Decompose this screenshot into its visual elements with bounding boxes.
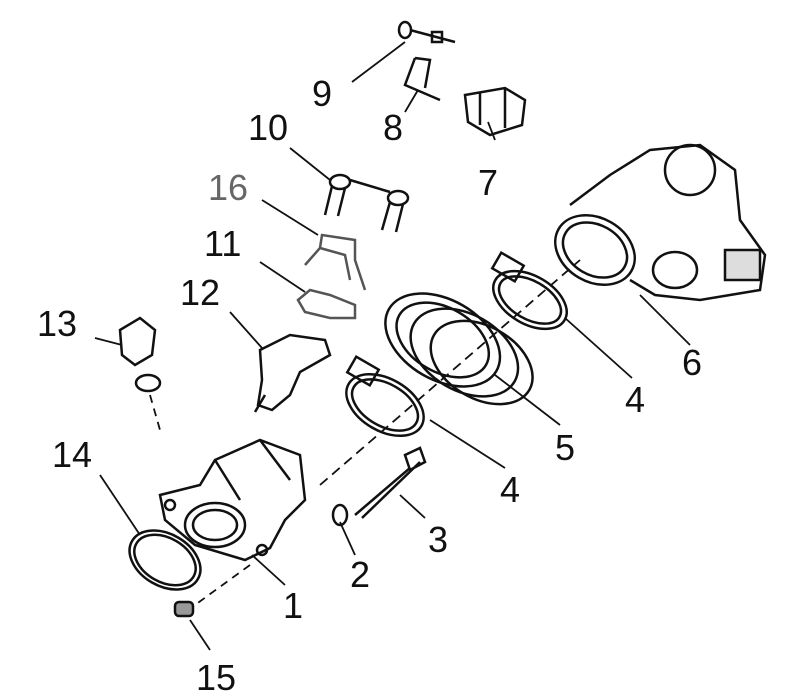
part-7-sensor [463, 86, 527, 137]
part-4-clamp-lower [345, 372, 425, 438]
callout-13: 13 [37, 303, 78, 344]
part-10-bolts [323, 173, 410, 233]
part-5-boot [384, 292, 534, 406]
callout-1: 1 [283, 585, 304, 626]
part-1-manifold [158, 438, 307, 562]
part-4-clamp-upper [492, 269, 568, 331]
leader-lines [94, 41, 691, 651]
part-16-bracket [304, 233, 367, 291]
part-6-throttle-body [554, 143, 767, 302]
callout-3: 3 [428, 519, 449, 560]
callout-7: 7 [478, 162, 499, 203]
callout-5: 5 [555, 427, 576, 468]
callout-2: 2 [350, 554, 371, 595]
part-15-cap [173, 600, 195, 618]
callout-4-lower: 4 [500, 469, 521, 510]
callout-8: 8 [383, 107, 404, 148]
part-8-bracket [403, 56, 441, 102]
callout-15: 15 [196, 657, 237, 698]
part-3-bolt [354, 446, 427, 519]
callout-4-upper: 4 [625, 379, 646, 420]
callout-10: 10 [248, 107, 289, 148]
callout-16: 16 [208, 167, 249, 208]
part-13-oring [134, 373, 162, 393]
part-9-screw [397, 20, 456, 44]
callout-6: 6 [682, 342, 703, 383]
callout-9: 9 [312, 73, 333, 114]
part-13-sensor [118, 316, 157, 367]
part-11-elbow [296, 288, 357, 320]
part-12-injector [253, 333, 332, 413]
callout-14: 14 [52, 434, 93, 475]
part-14-oring [128, 529, 202, 591]
callout-11: 11 [204, 223, 242, 264]
callout-12: 12 [180, 272, 221, 313]
part-2-washer [331, 503, 349, 527]
